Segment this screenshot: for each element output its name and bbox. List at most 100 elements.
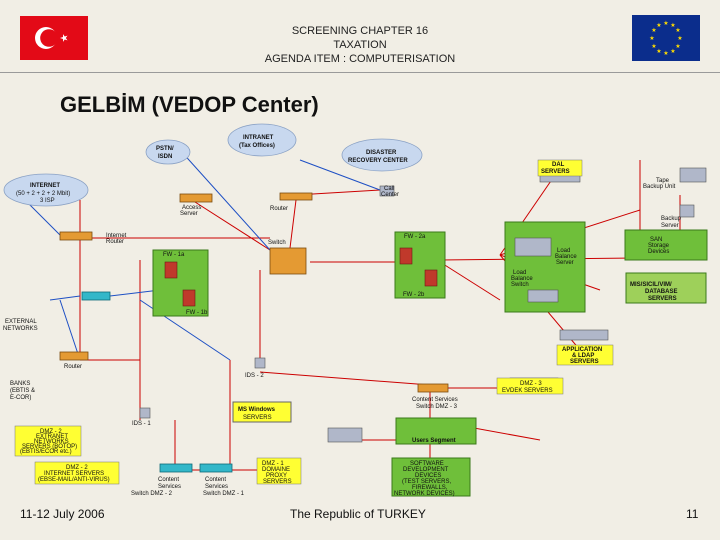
dmz1-switch-device <box>199 463 233 473</box>
ids2-label: IDS - 2 <box>245 373 264 379</box>
banks-label-2: (EBTIS & <box>10 388 35 394</box>
mid-router-label: Router <box>64 364 82 370</box>
fw1b-label: FW - 1b <box>186 310 208 316</box>
svg-text:★: ★ <box>677 35 682 42</box>
disaster-label-2: RECOVERY CENTER <box>348 158 408 164</box>
san-label-3: Devices <box>648 249 669 255</box>
dal-servers-label-2: SERVERS <box>541 169 570 175</box>
backup-server-label-2: Server <box>661 223 679 229</box>
software-dev-label-3: DEVICES <box>415 473 441 479</box>
load-balance-switch-device <box>527 289 559 303</box>
dmz2-extranet-label-5: (EBTIS/ECOR etc.) <box>20 449 72 455</box>
call-center-label-2: Center <box>381 192 399 198</box>
disaster-label: DISASTER <box>366 150 397 156</box>
footer-page-number: 11 <box>686 507 699 521</box>
tape-backup-device <box>679 167 707 183</box>
application-servers-device <box>559 329 609 341</box>
internet-router-label-2: Router <box>106 239 124 245</box>
san-label-2: Storage <box>648 243 670 249</box>
page-title: GELBİM (VEDOP Center) <box>60 92 319 117</box>
banks-label: BANKS <box>10 381 30 387</box>
svg-text:★: ★ <box>675 27 680 34</box>
mis-servers-label: MIS/SICIL/VIM/ <box>630 282 672 288</box>
svg-text:★: ★ <box>663 50 668 57</box>
dmz2-switch-device <box>159 463 193 473</box>
dal-servers-label: DAL <box>552 162 565 168</box>
tape-backup-label: Tape <box>656 178 670 184</box>
zone-ms-windows <box>232 401 292 423</box>
internet-router-device <box>59 231 93 241</box>
svg-text:★: ★ <box>670 48 675 55</box>
application-label-2: & LDAP <box>572 353 594 359</box>
load-balance-switch-label: Load <box>513 270 526 276</box>
load-balance-switch-label-3: Switch <box>511 282 529 288</box>
fw1a-firewall <box>164 261 178 279</box>
san-label: SAN <box>650 237 662 243</box>
external-networks-label-2: NETWORKS <box>3 326 38 332</box>
tape-backup-label-2: Backup Unit <box>643 184 676 190</box>
software-dev-label-2: DEVELOPMENT <box>403 467 449 473</box>
dmz1-label-4: SERVERS <box>263 479 292 485</box>
call-center-device <box>379 185 395 197</box>
content-dmz2-label-3: Switch DMZ - 2 <box>131 491 173 497</box>
content-dmz1-label-2: Services <box>205 484 228 490</box>
fw2b-label: FW - 2b <box>403 292 425 298</box>
turkey-flag-icon <box>20 16 88 60</box>
dmz2-extranet-label-2: EXTRANET <box>36 434 68 440</box>
banks-label-3: E-COR) <box>10 395 31 401</box>
internet-router-label: Internet <box>106 233 127 239</box>
pstn-label: PSTN/ <box>156 146 174 152</box>
dmz1-label: DMZ - 1 <box>262 461 284 467</box>
ids1-label: IDS - 1 <box>132 421 151 427</box>
network-diagram: PSTN/ ISDN INTRANET (Tax Offices) DISAST… <box>3 123 708 497</box>
dmz2-extranet-label: DMZ - 2 <box>40 429 62 435</box>
software-dev-label-5: FIREWALLS, <box>412 485 448 491</box>
ms-windows-label-2: SERVERS <box>243 415 272 421</box>
backup-server-device <box>679 204 695 218</box>
access-server-label-2: Server <box>180 211 198 217</box>
zone-users <box>395 417 477 445</box>
load-balance-server-label: Load <box>557 248 570 254</box>
mis-servers-label-2: DATABASE <box>645 289 677 295</box>
svg-text:★: ★ <box>649 35 654 42</box>
dmz2-internet-label: DMZ - 2 <box>66 465 88 471</box>
header-line-2: TAXATION <box>333 39 387 51</box>
header-line-3: AGENDA ITEM : COMPUTERISATION <box>264 53 456 65</box>
dmz2-extranet-label-3: NETWORKS <box>34 439 69 445</box>
svg-text:★: ★ <box>651 43 656 50</box>
mid-router-device <box>59 351 89 361</box>
external-switch-device <box>81 291 111 301</box>
svg-text:★: ★ <box>675 43 680 50</box>
svg-text:★: ★ <box>663 20 668 27</box>
svg-text:★: ★ <box>656 22 661 29</box>
application-label-3: SERVERS <box>570 359 599 365</box>
load-balance-switch-label-2: Balance <box>511 276 533 282</box>
fw1a-label: FW - 1a <box>163 252 185 258</box>
ids2-device <box>254 357 266 369</box>
dmz2-internet-label-3: (EBSE-MAIL/ANTI-VIRUS) <box>38 477 110 483</box>
intranet-label: INTRANET <box>243 135 274 141</box>
fw2a-label: FW - 2a <box>404 234 426 240</box>
header-line-1: SCREENING CHAPTER 16 <box>291 25 429 37</box>
zone-fw2 <box>394 231 446 299</box>
load-balance-server-label-2: Balance <box>555 254 577 260</box>
slide-header: SCREENING CHAPTER 16 TAXATION AGENDA ITE… <box>200 24 520 66</box>
intranet-label-2: (Tax Offices) <box>239 143 275 149</box>
external-networks-label: EXTERNAL <box>5 319 37 325</box>
load-balance-server-label-3: Server <box>556 260 574 266</box>
internet-label-3: 3 ISP <box>40 198 55 204</box>
content-dmz1-label-3: Switch DMZ - 1 <box>203 491 245 497</box>
software-dev-label: SOFTWARE <box>410 461 444 467</box>
pstn-label-2: ISDN <box>158 154 172 160</box>
ms-windows-device <box>327 427 363 443</box>
content-dmz3-label: Content Services <box>412 397 458 403</box>
zone-fw1 <box>152 249 209 317</box>
load-balance-server-device <box>514 237 552 257</box>
footer-country: The Republic of TURKEY <box>290 507 426 521</box>
software-dev-label-6: NETWORK DEVICES) <box>394 491 455 497</box>
content-dmz2-label: Content <box>158 477 179 483</box>
users-segment-label: Users Segment <box>412 438 456 444</box>
software-dev-label-4: (TEST SERVERS, <box>402 479 451 485</box>
fw1b-firewall <box>182 289 196 307</box>
